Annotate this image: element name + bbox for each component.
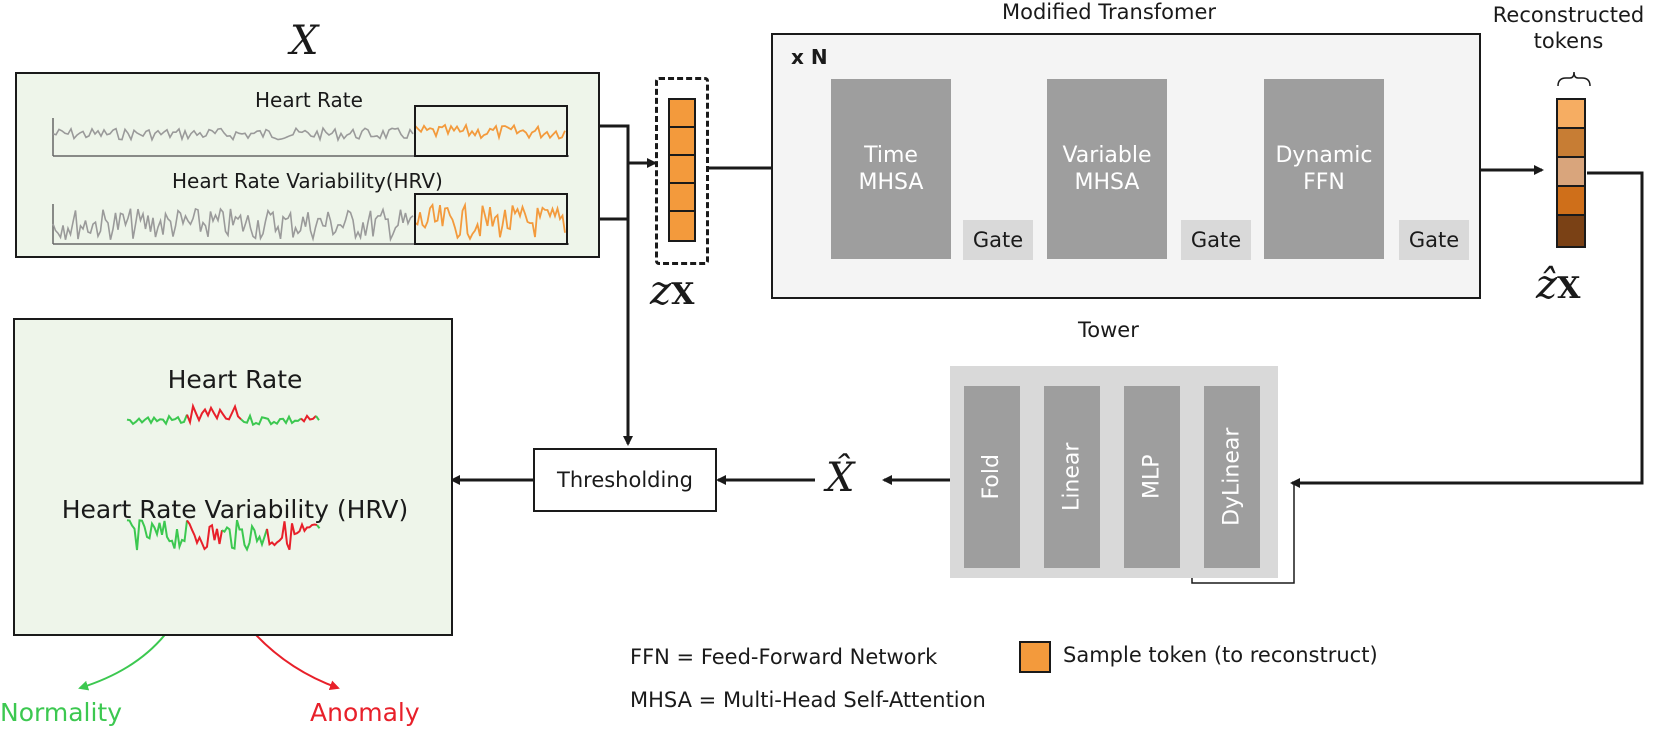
block-time-mhsa: Time MHSA — [831, 79, 951, 259]
input-hrv-label: Heart Rate Variability(HRV) — [172, 169, 443, 193]
transformer-title: Modified Transfomer — [1002, 0, 1217, 24]
hr-normal-segment — [126, 414, 188, 426]
input-symbol: X — [290, 18, 319, 64]
reconstructed-brace — [1557, 71, 1591, 87]
block-variable-mhsa: Variable MHSA — [1047, 79, 1167, 259]
tower-layer-fold: Fold — [964, 386, 1020, 568]
legend-sample-token-swatch — [1019, 641, 1051, 673]
input-signals — [52, 105, 569, 245]
reconstructed-token-column — [1556, 98, 1586, 248]
output-panel: Heart Rate Heart Rate Variability (HRV) — [13, 318, 453, 636]
input-token — [670, 156, 694, 184]
gate-3: Gate — [1399, 220, 1469, 260]
tower-layer-dylinear: DyLinear — [1204, 386, 1260, 568]
legend-mhsa: MHSA = Multi-Head Self-Attention — [630, 688, 986, 712]
reconstructed-token-symbol: ẑX — [1536, 262, 1581, 308]
legend-ffn: FFN = Feed-Forward Network — [630, 645, 938, 669]
hr-history-line — [52, 126, 414, 143]
reconstructed-tokens-title: Reconstructed tokens — [1492, 3, 1645, 54]
output-signals — [126, 402, 321, 552]
input-token — [670, 128, 694, 156]
anomaly-label: Anomaly — [310, 698, 420, 727]
output-hrv-line — [126, 519, 321, 552]
hrv-history-line — [52, 207, 414, 243]
input-hr-label: Heart Rate — [255, 88, 363, 112]
block-dynamic-ffn: Dynamic FFN — [1264, 79, 1384, 259]
hr-normal-segment — [240, 413, 302, 427]
hrv-anomaly-segment — [266, 521, 318, 551]
transformer-panel: x N Time MHSA Variable MHSA Dynamic FFN … — [771, 33, 1481, 299]
output-hrv-label: Heart Rate Variability (HRV) — [61, 495, 409, 524]
hr-anomaly-segment — [300, 414, 317, 423]
tower-layer-mlp: MLP — [1124, 386, 1180, 568]
reconstructed-token — [1558, 158, 1584, 187]
input-token-group — [655, 77, 709, 265]
input-token — [670, 212, 694, 240]
hrv-sample-box — [414, 193, 568, 245]
hrv-normal-segment — [316, 524, 321, 529]
input-panel: Heart Rate Heart Rate Variability(HRV) — [15, 72, 600, 258]
reconstructed-token — [1558, 187, 1584, 216]
hrv-normal-segment — [221, 519, 268, 552]
reconstructed-token — [1558, 129, 1584, 158]
reconstruction-symbol: X̂ — [826, 455, 855, 501]
hr-anomaly-segment — [186, 402, 242, 426]
hrv-sample-line — [414, 201, 566, 241]
hr-sample-box — [414, 105, 568, 157]
tower-layer-linear: Linear — [1044, 386, 1100, 568]
output-hr-line — [126, 402, 320, 427]
tower-panel: Fold Linear MLP DyLinear — [950, 366, 1278, 578]
legend-sample-token: Sample token (to reconstruct) — [1063, 643, 1378, 667]
gate-1: Gate — [963, 220, 1033, 260]
input-token — [670, 184, 694, 212]
transformer-repeat: x N — [791, 45, 828, 69]
arrow-tokens-to-tower — [1290, 171, 1644, 488]
hrv-anomaly-segment — [186, 519, 223, 551]
hrv-normal-segment — [126, 519, 188, 551]
tower-title: Tower — [1078, 318, 1139, 342]
input-token-symbol: zX — [650, 268, 695, 314]
thresholding-box: Thresholding — [533, 448, 717, 512]
hr-normal-segment — [315, 415, 320, 421]
input-token — [670, 100, 694, 128]
reconstructed-token — [1558, 100, 1584, 129]
hr-sample-line — [414, 122, 566, 141]
input-token-column — [668, 98, 696, 242]
output-hr-label: Heart Rate — [167, 365, 303, 394]
gate-2: Gate — [1181, 220, 1251, 260]
normality-label: Normality — [0, 698, 122, 727]
reconstructed-token — [1558, 216, 1584, 246]
